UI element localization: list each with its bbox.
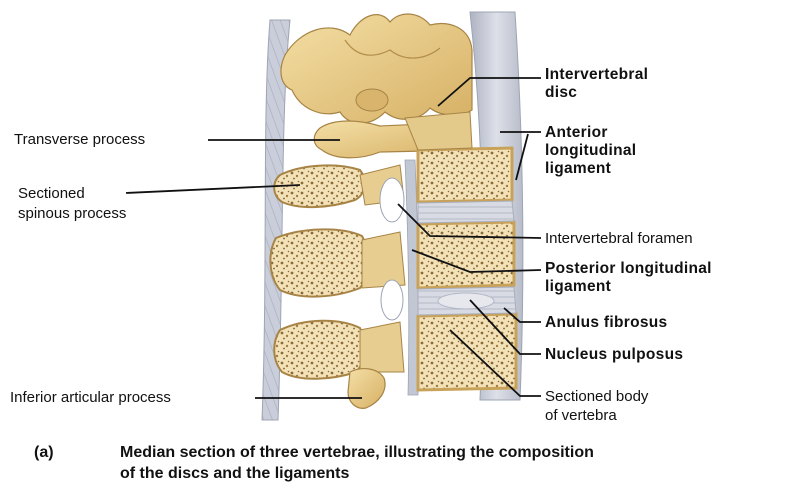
label-transverse-process: Transverse process xyxy=(14,131,145,148)
figure-caption: Median section of three vertebrae, illus… xyxy=(120,443,594,485)
vertebral-body-2 xyxy=(418,222,514,288)
label-anulus-fibrosus: Anulus fibrosus xyxy=(545,314,667,332)
label-inferior-articular-process: Inferior articular process xyxy=(10,389,171,406)
spinous-process-2 xyxy=(270,229,368,296)
label-sectioned-body-of-vertebra: Sectioned body of vertebra xyxy=(545,388,648,425)
spinous-process-3 xyxy=(274,321,365,379)
label-intervertebral-foramen: Intervertebral foramen xyxy=(545,230,693,247)
label-sectioned-spinous-process: Sectioned spinous process xyxy=(18,185,126,223)
foramen-1 xyxy=(380,178,404,222)
foramen-2 xyxy=(381,280,403,320)
vertebral-body-1 xyxy=(418,148,512,202)
label-posterior-longitudinal-ligament: Posterior longitudinal ligament xyxy=(545,260,712,296)
disc-1 xyxy=(418,201,514,223)
figure-panel-label: (a) xyxy=(34,443,54,464)
inferior-articular-process-bone xyxy=(348,369,385,409)
label-intervertebral-disc: Intervertebral disc xyxy=(545,66,648,102)
nucleus-pulposus-shape xyxy=(438,293,494,309)
label-anterior-longitudinal-ligament: Anterior longitudinal ligament xyxy=(545,124,636,177)
label-nucleus-pulposus: Nucleus pulposus xyxy=(545,346,683,364)
